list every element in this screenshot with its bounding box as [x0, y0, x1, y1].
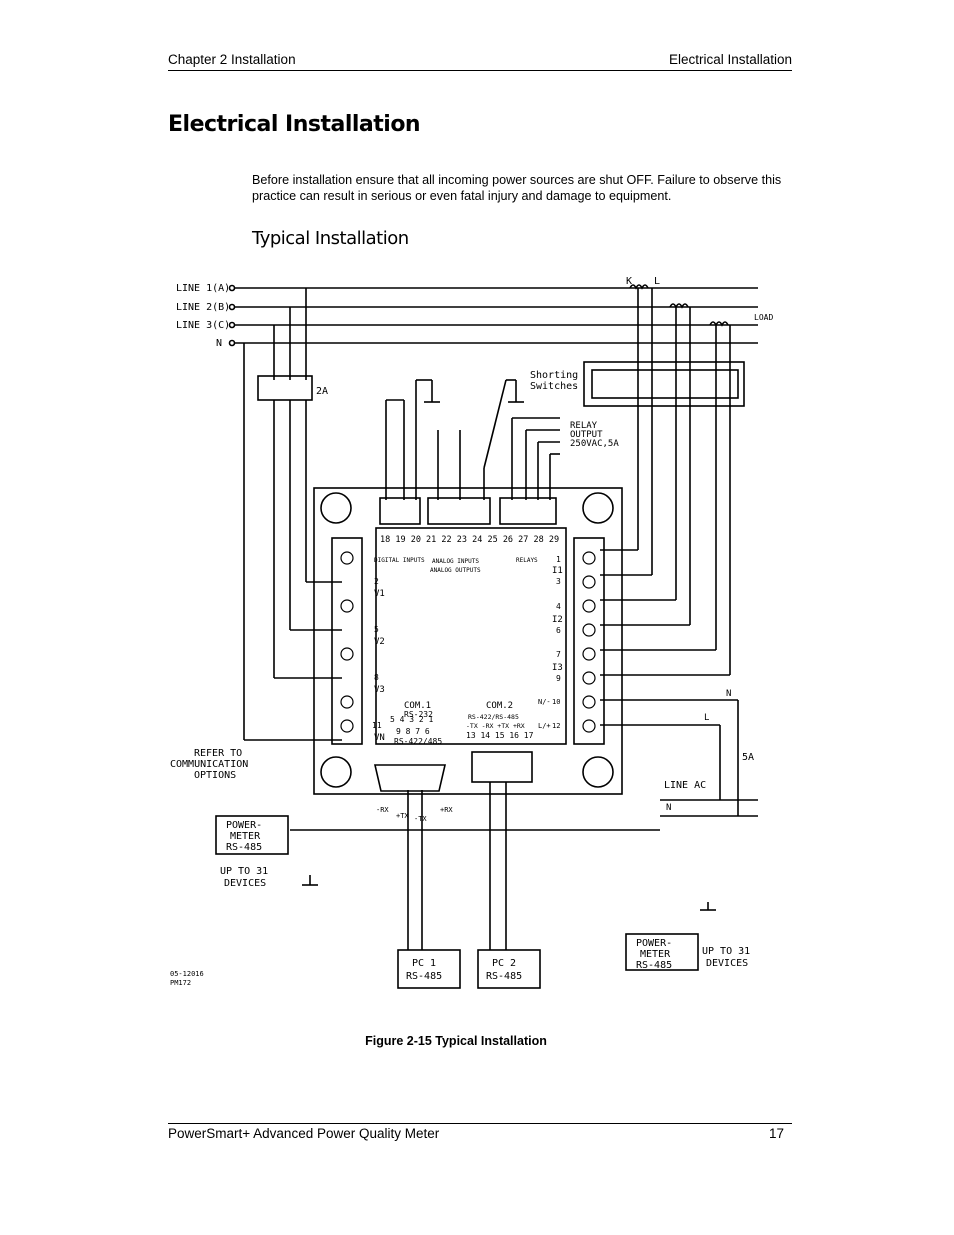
warning-paragraph: Before installation ensure that all inco… — [252, 173, 782, 203]
load-label: LOAD — [754, 313, 773, 322]
com1-pins: 9 8 7 6 — [396, 727, 430, 736]
power-meter-label-2: RS-485 — [636, 960, 672, 971]
com1-pins: 5 4 3 2 1 — [390, 715, 434, 724]
v-number: 11 — [372, 721, 382, 730]
i-number: 1 — [556, 555, 561, 564]
i-number: 4 — [556, 602, 561, 611]
shorting-label: Shorting — [530, 370, 578, 381]
pc2-label: PC 2 — [492, 958, 516, 969]
nl-label: L/+ — [538, 722, 551, 730]
ct-k-label: K — [626, 276, 632, 287]
pc1-label: RS-485 — [406, 971, 442, 982]
n-ac-label: N — [666, 803, 671, 813]
i-number: 9 — [556, 674, 561, 683]
relay-label: 250VAC,5A — [570, 439, 619, 449]
nl-number: 10 — [552, 698, 560, 706]
page-number: 17 — [768, 1126, 784, 1141]
line-ac-label: LINE AC — [664, 780, 706, 791]
refer-label: COMMUNICATION — [170, 759, 248, 770]
signal-label: -TX — [414, 815, 427, 823]
refer-label: OPTIONS — [194, 770, 236, 781]
power-meter-label: METER — [230, 831, 261, 842]
i-label: I3 — [552, 663, 563, 673]
i-label: I1 — [552, 566, 563, 576]
header-chapter: Chapter 2 Installation — [168, 52, 296, 67]
i-number: 3 — [556, 577, 561, 586]
relay-label: OUTPUT — [570, 430, 603, 440]
com2-label: COM.2 — [486, 701, 513, 711]
power-meter-label: POWER- — [226, 820, 262, 831]
v-number: 5 — [374, 625, 379, 634]
drawing-code: PM172 — [170, 979, 191, 987]
page-footer: PowerSmart+ Advanced Power Quality Meter… — [168, 1123, 792, 1144]
shorting-label: Switches — [530, 381, 578, 392]
v-number: 2 — [374, 577, 379, 586]
v-label: V2 — [374, 637, 385, 647]
analog-inputs-label: ANALOG INPUTS — [432, 558, 479, 565]
signal-label: -RX — [376, 806, 389, 814]
i-number: 7 — [556, 650, 561, 659]
up-to-label: DEVICES — [224, 878, 266, 889]
pc1-label: PC 1 — [412, 958, 436, 969]
i-number: 6 — [556, 626, 561, 635]
rs232-label: RS-232 — [404, 710, 433, 719]
power-meter-label-2: POWER- — [636, 938, 672, 949]
rs422-label: RS-422/485 — [394, 737, 442, 746]
figure-caption: Figure 2-15 Typical Installation — [0, 1034, 954, 1048]
fuse-label: 2A — [316, 386, 328, 397]
relay-label: RELAY — [570, 421, 598, 431]
ct-l-label: L — [654, 276, 660, 287]
nl-label: N/- — [538, 698, 551, 706]
com2-pins: 13 14 15 16 17 — [466, 731, 534, 740]
signal-label: +TX — [396, 812, 409, 820]
figure-caption-text: Figure 2-15 Typical Installation — [365, 1034, 547, 1048]
analog-outputs-label: ANALOG OUTPUTS — [430, 567, 481, 574]
footer-product: PowerSmart+ Advanced Power Quality Meter — [168, 1126, 440, 1141]
up-to-label-2: DEVICES — [706, 958, 748, 969]
signal-label: +RX — [440, 806, 453, 814]
digital-inputs-label: DIGITAL INPUTS — [374, 557, 425, 564]
com2-signals: -TX -RX +TX +RX — [466, 722, 525, 730]
drawing-code: 05-12016 — [170, 970, 204, 978]
fuse-ac-label: 5A — [742, 752, 754, 763]
terminal-numbers: 18 19 20 21 22 23 24 25 26 27 28 29 — [380, 535, 559, 545]
nl-number: 12 — [552, 722, 560, 730]
line-label: LINE 3(C) — [176, 320, 230, 331]
up-to-label: UP TO 31 — [220, 866, 268, 877]
section-subtitle: Typical Installation — [252, 228, 409, 249]
line-label: LINE 2(B) — [176, 302, 230, 313]
com2-head: RS-422/RS-485 — [468, 713, 519, 721]
pc2-label: RS-485 — [486, 971, 522, 982]
header-section: Electrical Installation — [668, 52, 792, 67]
power-meter-label: RS-485 — [226, 842, 262, 853]
v-label: VN — [374, 733, 385, 743]
com1-label: COM.1 — [404, 701, 431, 711]
v-label: V1 — [374, 589, 385, 599]
wiring-diagram: LINE 1(A) LINE 2(B) LINE 3(C) N 2A LOAD … — [170, 276, 773, 989]
n-label: N — [726, 689, 731, 699]
line-label: LINE 1(A) — [176, 283, 230, 294]
page-title: Electrical Installation — [168, 112, 421, 137]
v-number: 8 — [374, 673, 379, 682]
power-meter-label-2: METER — [640, 949, 671, 960]
i-label: I2 — [552, 615, 563, 625]
relays-label: RELAYS — [516, 557, 538, 564]
refer-label: REFER TO — [194, 748, 242, 759]
v-label: V3 — [374, 685, 385, 695]
up-to-label-2: UP TO 31 — [702, 946, 750, 957]
l-label: L — [704, 713, 709, 723]
page-header: Chapter 2 Installation Electrical Instal… — [168, 52, 792, 71]
line-label: N — [216, 338, 222, 349]
